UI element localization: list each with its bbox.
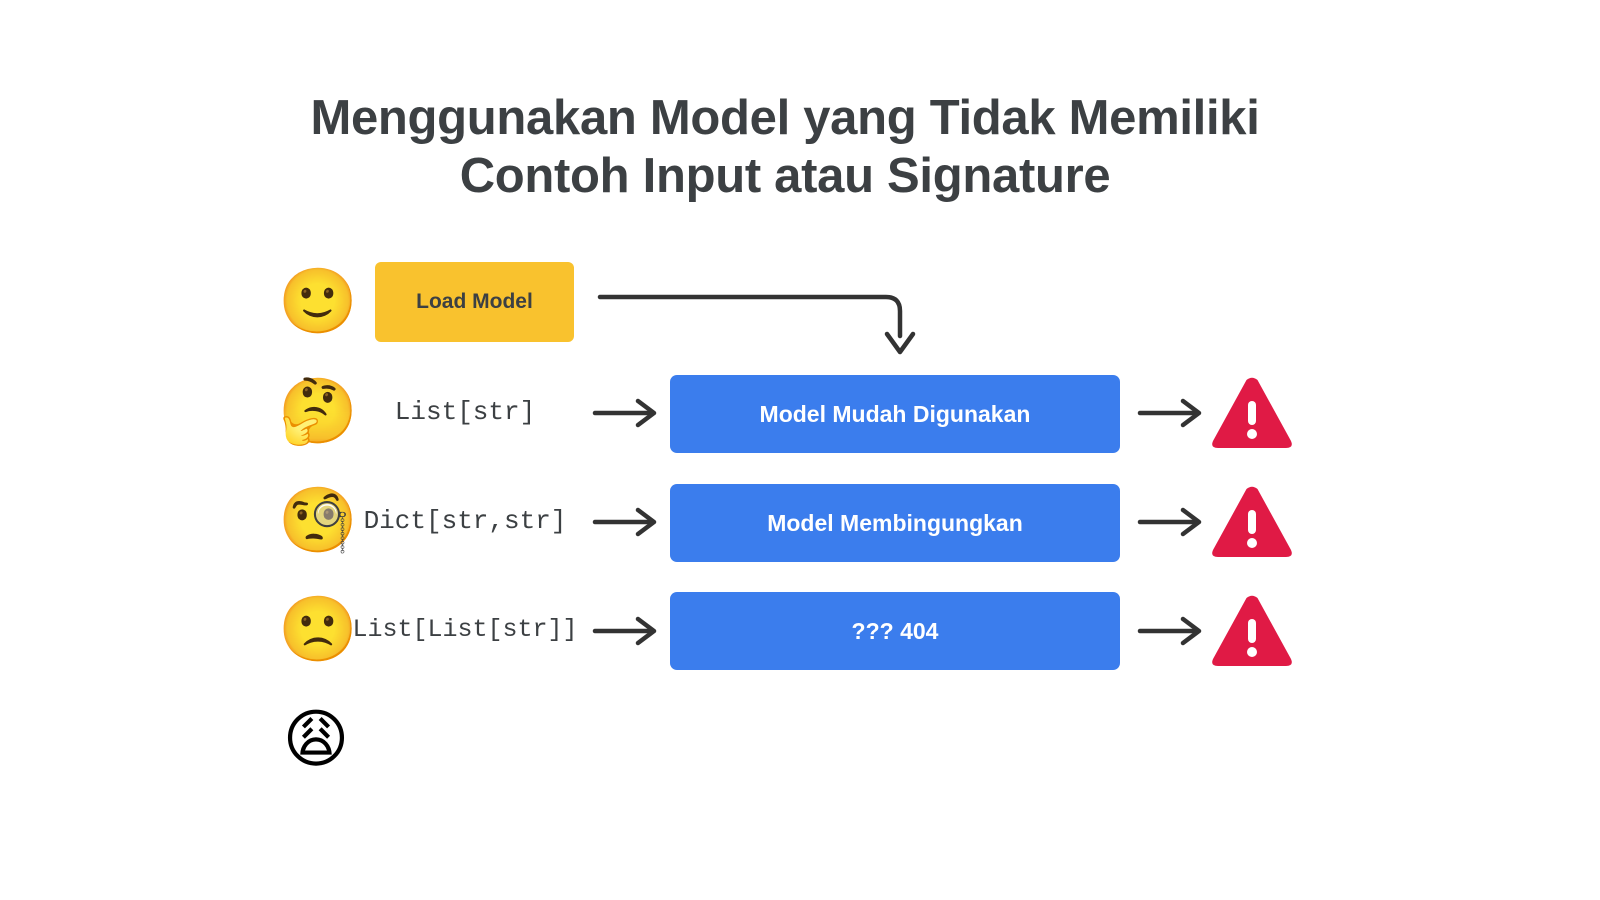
warning-triangle-icon-3 [1212,595,1292,666]
model-box-row-2[interactable]: Model Membingungkan [670,484,1120,562]
warning-triangle-icon-2 [1212,486,1292,557]
load-model-label: Load Model [416,290,533,313]
elbow-arrow-icon [597,294,916,355]
type-label-row-3: List[List[str]] [352,615,578,644]
arrow-right-icon-mid-1 [592,398,657,428]
arrow-right-icon-out-3 [1137,616,1202,646]
slightly-smiling-face-icon: 🙂 [278,265,358,339]
arrow-right-icon-out-1 [1137,398,1202,428]
model-box-label-1: Model Mudah Digunakan [759,400,1031,427]
type-label-row-2: Dict[str,str] [363,506,567,536]
load-model-box[interactable]: Load Model [375,262,574,342]
page-title: Menggunakan Model yang Tidak Memiliki Co… [280,90,1290,206]
page-title-line-2: Contoh Input atau Signature [459,148,1111,203]
warning-triangle-icon-1 [1212,377,1292,448]
arrow-right-icon-mid-3 [592,616,657,646]
page-title-line-1: Menggunakan Model yang Tidak Memiliki [310,91,1260,145]
arrow-right-icon-out-2 [1137,507,1202,537]
model-box-label-2: Model Membingungkan [767,509,1023,536]
type-label-row-1: List[str] [394,397,536,427]
face-with-monocle-icon: 🧐 [278,484,358,558]
model-box-row-1[interactable]: Model Mudah Digunakan [670,375,1120,453]
weary-face-icon: 😩 [282,703,350,777]
model-box-label-3: ??? 404 [851,617,939,644]
thinking-face-icon: 🤔 [278,375,358,449]
arrow-right-icon-mid-2 [592,507,657,537]
model-box-row-3[interactable]: ??? 404 [670,592,1120,670]
slightly-frowning-face-icon: 🙁 [278,593,358,667]
